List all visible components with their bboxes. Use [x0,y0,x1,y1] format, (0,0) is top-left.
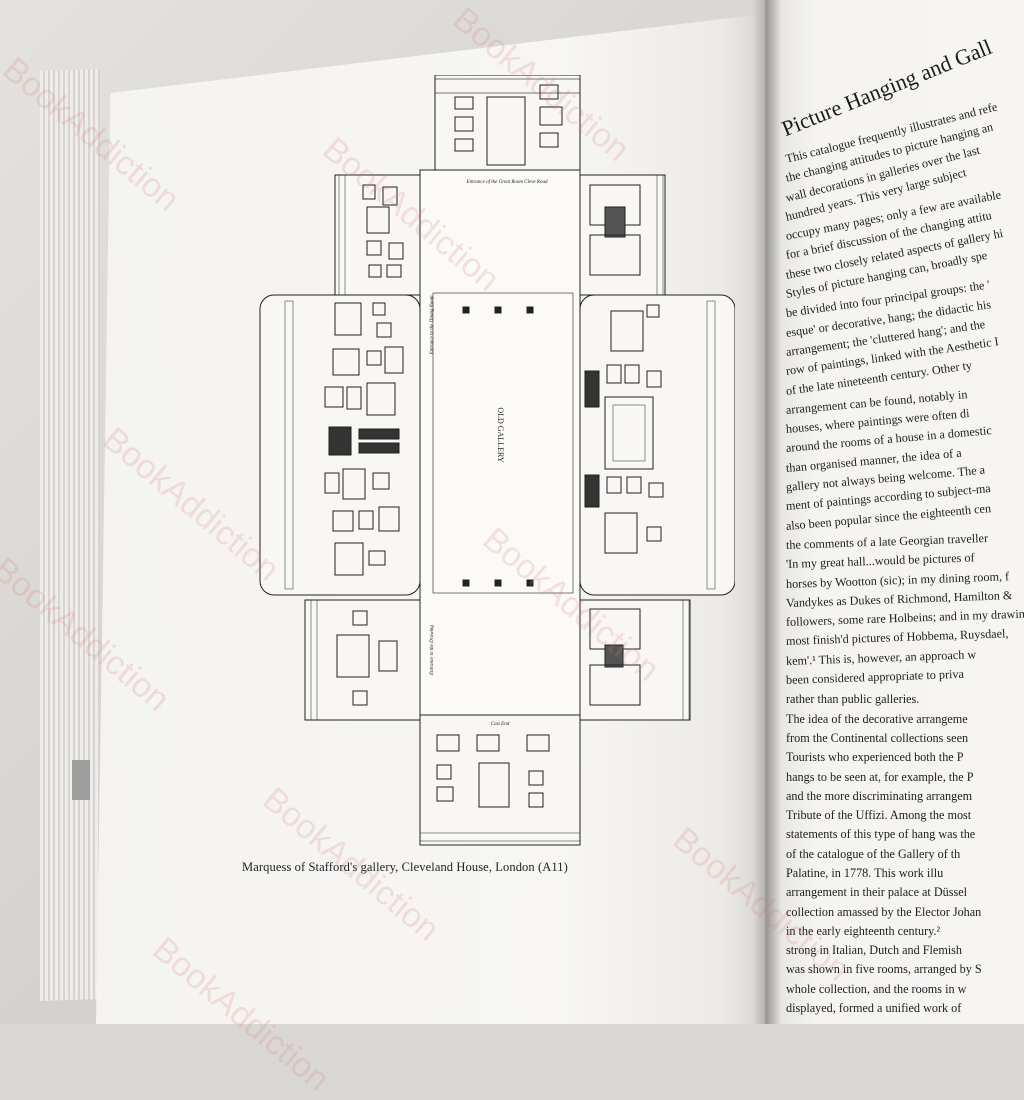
right-main-wall [579,294,735,596]
top-wall [434,75,581,171]
gallery-label: OLD GALLERY [496,407,505,463]
top-entrance-label: Entrance of the Great Room Cleve Road [466,180,548,185]
body-text: This catalogue frequently illustrates an… [784,100,1024,1018]
left-middle-label: Entrance to the Dining Room [430,295,435,355]
body-line: Tribute of the Uffizi. Among the most [786,808,972,823]
body-line: from the Continental collections seen [786,730,969,745]
body-line: statements of this type of hang was the [786,827,976,842]
body-line: Palatine, in 1778. This work illu [786,865,944,880]
body-line: The idea of the decorative arrangeme [786,711,968,726]
body-line: and the more discriminating arrangem [786,788,973,803]
body-line: rather than public galleries. [786,692,920,707]
body-line: of the catalogue of the Gallery of th [786,846,961,861]
body-line: Tourists who experienced both the P [786,750,964,765]
book-gutter [752,0,782,1024]
bottom-label: Cast End [491,722,510,727]
body-line: was shown in five rooms, arranged by S [786,962,982,977]
left-lower-label: Entrance to the Drawing [430,625,435,676]
body-line: arrangement in their palace at Düssel [786,885,968,900]
figure-caption: Marquess of Stafford's gallery, Clevelan… [242,860,568,874]
body-line: whole collection, and the rooms in w [786,981,967,996]
gallery-floor-plan: OLD GALLERY Entrance of the Great Room C… [259,75,735,846]
body-line: in the early eighteenth century.² [786,923,941,938]
page-edges [40,68,100,1002]
thumb-tab [72,760,90,800]
body-line: strong in Italian, Dutch and Flemish [786,943,963,958]
body-line: collection amassed by the Elector Johan [786,904,982,919]
body-line: displayed, formed a unified work of [786,1001,962,1016]
right-page [765,0,1024,1024]
bottom-wall [419,714,581,846]
body-line: hangs to be seen at, for example, the P [786,769,974,784]
